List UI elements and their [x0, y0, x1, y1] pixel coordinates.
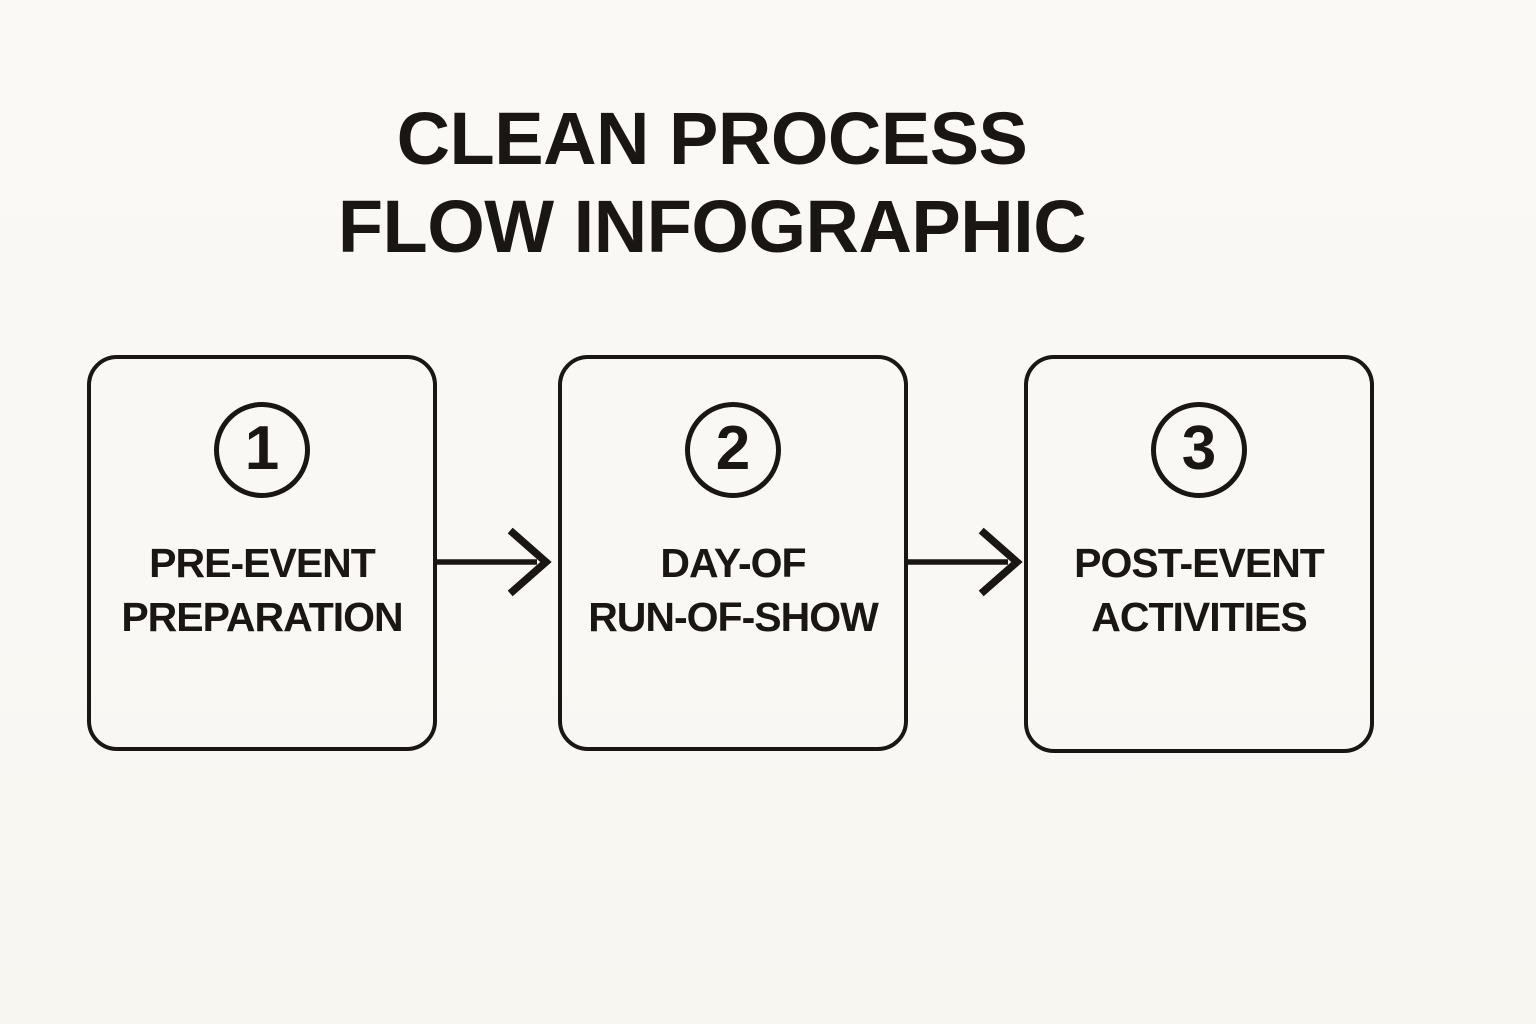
step-number: 1	[244, 413, 280, 483]
step-number-badge: 1	[214, 402, 310, 498]
step-label-line2: ACTIVITIES	[1091, 594, 1308, 640]
step-label: PRE-EVENT PREPARATION	[91, 536, 433, 644]
arrow-right-icon	[434, 524, 554, 600]
step-label: POST-EVENT ACTIVITIES	[1028, 536, 1370, 644]
step-box-day-of: 2 DAY-OF RUN-OF-SHOW	[558, 355, 908, 751]
step-label-line2: PREPARATION	[121, 594, 403, 640]
step-number: 3	[1181, 413, 1217, 483]
step-label-line2: RUN-OF-SHOW	[588, 594, 879, 640]
step-number-badge: 3	[1151, 402, 1247, 498]
page-title-line2: FLOW INFOGRAPHIC	[337, 185, 1087, 268]
step-number-badge: 2	[685, 402, 781, 498]
arrow-right-icon	[905, 524, 1025, 600]
step-label: DAY-OF RUN-OF-SHOW	[562, 536, 904, 644]
step-label-line1: DAY-OF	[660, 540, 806, 586]
step-label-line1: POST-EVENT	[1074, 540, 1325, 586]
step-number: 2	[715, 413, 751, 483]
step-box-post-event: 3 POST-EVENT ACTIVITIES	[1024, 355, 1374, 753]
page-title-line1: CLEAN PROCESS	[396, 97, 1028, 180]
page-title: CLEAN PROCESS FLOW INFOGRAPHIC	[0, 95, 1424, 271]
step-box-pre-event: 1 PRE-EVENT PREPARATION	[87, 355, 437, 751]
step-label-line1: PRE-EVENT	[149, 540, 376, 586]
